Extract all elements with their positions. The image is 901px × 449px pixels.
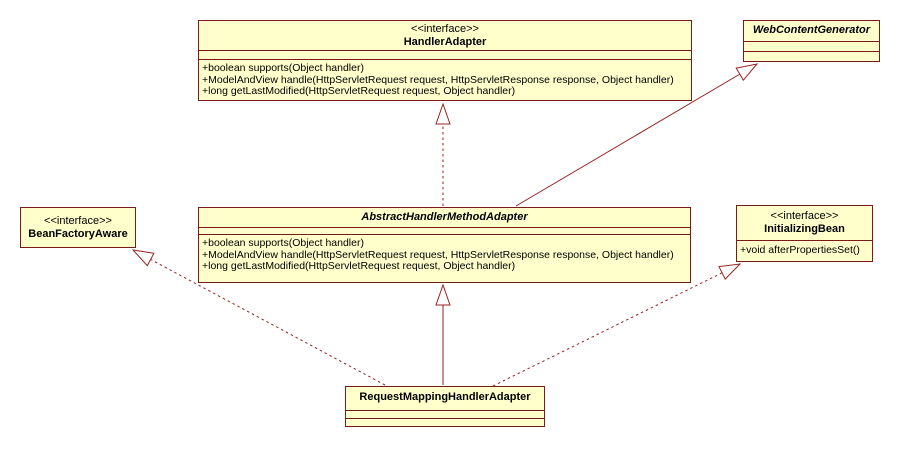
method: +long getLastModified(HttpServletRequest… bbox=[202, 260, 516, 273]
class-title: <<interface>> InitializingBean bbox=[737, 206, 872, 240]
attributes-compartment bbox=[346, 410, 544, 418]
class-name: BeanFactoryAware bbox=[28, 227, 128, 240]
methods-compartment: +boolean supports(Object handler) +Model… bbox=[199, 59, 691, 100]
class-box-bean-factory-aware: <<interface>> BeanFactoryAware bbox=[20, 207, 136, 248]
class-box-web-content-generator: WebContentGenerator bbox=[743, 20, 880, 62]
methods-compartment: +void afterPropertiesSet() bbox=[737, 240, 872, 261]
class-title: <<interface>> HandlerAdapter bbox=[199, 21, 691, 50]
method: +ModelAndView handle(HttpServletRequest … bbox=[202, 248, 674, 261]
method: +void afterPropertiesSet() bbox=[740, 244, 860, 256]
method: +long getLastModified(HttpServletRequest… bbox=[202, 85, 516, 98]
method: +boolean supports(Object handler) bbox=[202, 237, 364, 249]
class-box-abstract-handler-method-adapter: AbstractHandlerMethodAdapter +boolean su… bbox=[198, 207, 691, 283]
class-name: InitializingBean bbox=[764, 223, 845, 235]
class-name: HandlerAdapter bbox=[403, 36, 487, 48]
attributes-compartment bbox=[199, 227, 690, 234]
class-name: RequestMappingHandlerAdapter bbox=[359, 391, 531, 403]
class-name: AbstractHandlerMethodAdapter bbox=[361, 211, 528, 223]
class-title: <<interface>> BeanFactoryAware bbox=[21, 215, 135, 241]
methods-compartment: +boolean supports(Object handler) +Model… bbox=[199, 234, 690, 282]
class-title: WebContentGenerator bbox=[744, 21, 879, 41]
stereotype-label: <<interface>> bbox=[44, 214, 112, 227]
stereotype-label: <<interface>> bbox=[770, 210, 839, 222]
class-name: WebContentGenerator bbox=[752, 24, 871, 36]
method: +boolean supports(Object handler) bbox=[202, 62, 364, 74]
class-title: RequestMappingHandlerAdapter bbox=[346, 387, 544, 410]
stereotype-label: <<interface>> bbox=[411, 23, 479, 35]
methods-compartment bbox=[744, 51, 879, 61]
class-box-request-mapping-handler-adapter: RequestMappingHandlerAdapter bbox=[345, 386, 545, 427]
class-box-handler-adapter: <<interface>> HandlerAdapter +boolean su… bbox=[198, 20, 692, 101]
method: +ModelAndView handle(HttpServletRequest … bbox=[202, 73, 674, 86]
attributes-compartment bbox=[744, 41, 879, 51]
class-box-initializing-bean: <<interface>> InitializingBean +void aft… bbox=[736, 205, 873, 262]
attributes-compartment bbox=[199, 50, 691, 59]
class-title: AbstractHandlerMethodAdapter bbox=[199, 208, 690, 227]
methods-compartment bbox=[346, 418, 544, 426]
